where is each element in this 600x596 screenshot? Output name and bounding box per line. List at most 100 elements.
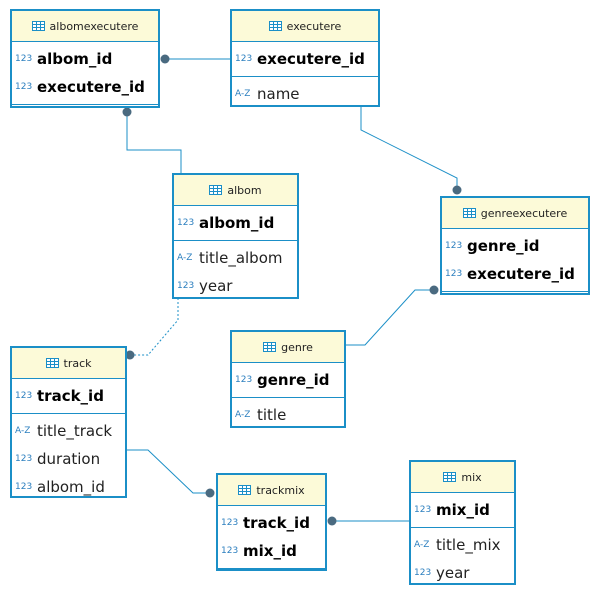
entity-header: mix	[411, 462, 514, 493]
column-name: albom_id	[37, 50, 113, 68]
rel-albomexecutere-albom	[126, 112, 182, 175]
entity-header: albomexecutere	[12, 11, 158, 42]
numeric-type-icon: 123	[15, 82, 33, 92]
rel-dot	[452, 185, 462, 195]
entity-header: genreexecutere	[442, 198, 588, 229]
column-row[interactable]: 123 albom_id	[174, 209, 297, 237]
entity-title: executere	[286, 19, 342, 33]
numeric-type-icon: 123	[445, 241, 463, 251]
numeric-type-icon: 123	[15, 482, 33, 492]
column-row[interactable]: 123 albom_id	[12, 45, 158, 73]
column-name: albom_id	[37, 478, 105, 496]
rel-dot	[125, 350, 135, 360]
entity-header: executere	[232, 11, 378, 42]
column-row[interactable]: 123 albom_id	[12, 473, 125, 501]
column-row[interactable]: 123 track_id	[218, 509, 325, 537]
entity-header: track	[12, 348, 125, 379]
text-type-icon: A-Z	[414, 540, 430, 550]
pk-section: 123 genre_id 123 executere_id	[442, 229, 588, 294]
text-type-icon: A-Z	[15, 426, 31, 436]
numeric-type-icon: 123	[177, 218, 195, 228]
table-icon	[462, 208, 476, 218]
column-name: genre_id	[467, 237, 540, 255]
attr-section: A-Z title	[232, 398, 344, 432]
entity-title: albomexecutere	[49, 19, 139, 33]
column-name: albom_id	[199, 214, 275, 232]
table-icon	[268, 21, 282, 31]
column-name: year	[199, 277, 233, 295]
entity-title: mix	[461, 470, 482, 484]
column-row[interactable]: 123 genre_id	[442, 232, 588, 260]
table-icon	[263, 342, 277, 352]
column-name: year	[436, 564, 470, 582]
column-name: title	[257, 406, 287, 424]
entity-header: albom	[174, 175, 297, 206]
rel-dot	[160, 54, 170, 64]
text-type-icon: A-Z	[235, 89, 251, 99]
text-type-icon: A-Z	[235, 410, 251, 420]
numeric-type-icon: 123	[221, 546, 239, 556]
column-row[interactable]: A-Z title_track	[12, 417, 125, 445]
entity-genreexecutere[interactable]: genreexecutere 123 genre_id 123 executere_…	[440, 196, 590, 295]
rel-albom-track	[130, 298, 179, 356]
text-type-icon: A-Z	[177, 253, 193, 263]
column-row[interactable]: 123 executere_id	[442, 260, 588, 288]
numeric-type-icon: 123	[235, 375, 253, 385]
rel-dot	[429, 285, 439, 295]
numeric-type-icon: 123	[15, 54, 33, 64]
table-icon	[443, 472, 457, 482]
column-name: track_id	[243, 514, 310, 532]
numeric-type-icon: 123	[235, 54, 253, 64]
entity-title: genre	[281, 340, 313, 354]
entity-title: track	[63, 356, 92, 370]
table-icon	[31, 21, 45, 31]
column-name: executere_id	[467, 265, 575, 283]
rel-genre-genreexecutere	[346, 289, 434, 346]
numeric-type-icon: 123	[15, 391, 33, 401]
column-name: title_track	[37, 422, 112, 440]
column-row[interactable]: A-Z title	[232, 401, 344, 429]
table-icon	[238, 485, 252, 495]
numeric-type-icon: 123	[15, 454, 33, 464]
rel-track-trackmix	[127, 449, 210, 494]
column-name: mix_id	[436, 501, 490, 519]
numeric-type-icon: 123	[445, 269, 463, 279]
entity-header: trackmix	[218, 475, 325, 506]
numeric-type-icon: 123	[221, 518, 239, 528]
entity-title: albom	[227, 183, 262, 197]
entity-title: genreexecutere	[480, 206, 568, 220]
rel-dot	[205, 488, 215, 498]
rel-dot	[122, 107, 132, 117]
